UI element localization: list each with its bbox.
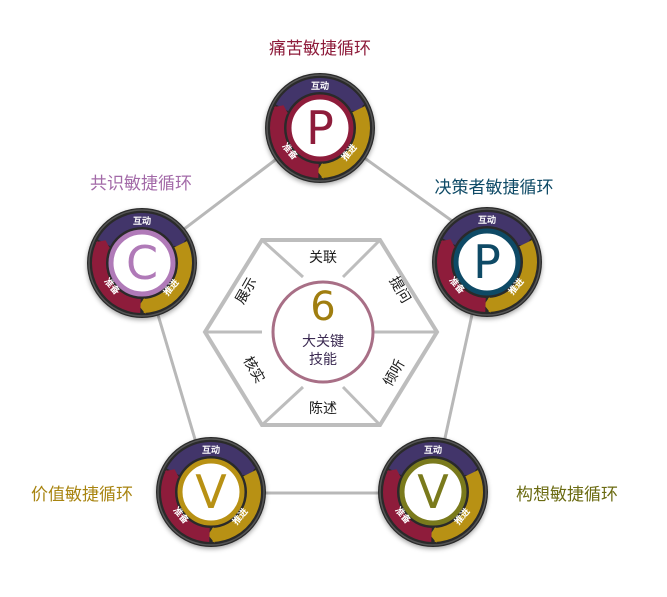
node-inner-disc <box>287 95 353 161</box>
center-line2: 技能 <box>309 352 337 368</box>
band-top <box>442 212 532 246</box>
band-label-top: 互动 <box>202 445 220 456</box>
node-inner-ring <box>453 228 521 296</box>
node-inner-disc <box>400 459 466 525</box>
title-consensus-cycle: 共识敏捷循环 <box>90 174 192 194</box>
skill-state: 陈述 <box>309 400 337 417</box>
band-right <box>433 470 483 542</box>
title-decision-cycle: 决策者敏捷循环 <box>435 178 554 198</box>
title-concept-cycle: 构想敏捷循环 <box>516 485 618 505</box>
node-bezel-rim <box>266 74 374 182</box>
band-right <box>142 241 192 313</box>
band-arrow-right <box>139 297 146 314</box>
node-inner-disc <box>178 459 244 525</box>
band-right <box>320 106 370 178</box>
node-inner-ring <box>177 458 245 526</box>
title-value-cycle: 价值敏捷循环 <box>31 485 133 505</box>
band-right <box>211 470 261 542</box>
band-label-top: 互动 <box>133 216 151 227</box>
node-letter: V <box>417 465 449 519</box>
band-arrow-left <box>95 240 111 249</box>
band-arrow-right <box>208 526 215 543</box>
node-bezel-rim <box>157 438 265 546</box>
band-top <box>388 442 478 476</box>
band-label-top: 互动 <box>311 81 329 92</box>
band-arrow-left <box>273 105 289 114</box>
node-inner-ring <box>399 458 467 526</box>
band-right <box>487 240 537 312</box>
node-inner-ring <box>108 229 176 297</box>
center-line1: 大关键 <box>302 334 344 350</box>
node-inner-disc <box>109 230 175 296</box>
node-inner-disc <box>454 229 520 295</box>
band-top <box>275 78 365 112</box>
node-letter: P <box>306 101 334 155</box>
node-bezel-rim <box>433 208 541 316</box>
center-number: 6 <box>310 284 335 330</box>
node-letter: P <box>473 235 501 289</box>
band-left <box>161 470 211 542</box>
node-letter: C <box>126 236 158 290</box>
band-arrow-left <box>386 469 402 478</box>
band-arrow-left <box>440 239 456 248</box>
node-letter: V <box>195 465 227 519</box>
skill-connect: 关联 <box>309 250 337 266</box>
band-left <box>383 470 433 542</box>
band-top <box>97 213 187 247</box>
band-arrow-right <box>430 526 437 543</box>
band-left <box>437 240 487 312</box>
band-left <box>270 106 320 178</box>
band-top <box>166 442 256 476</box>
band-label-top: 互动 <box>424 445 442 456</box>
center-circle: 6 大关键 技能 <box>271 280 375 384</box>
band-left <box>92 241 142 313</box>
band-arrow-left <box>164 469 180 478</box>
node-bezel-rim <box>88 209 196 317</box>
band-label-top: 互动 <box>478 215 496 226</box>
band-arrow-right <box>317 162 324 179</box>
band-arrow-right <box>484 296 491 313</box>
node-inner-ring <box>286 94 354 162</box>
node-bezel-rim <box>379 438 487 546</box>
title-pain-cycle: 痛苦敏捷循环 <box>269 39 371 59</box>
